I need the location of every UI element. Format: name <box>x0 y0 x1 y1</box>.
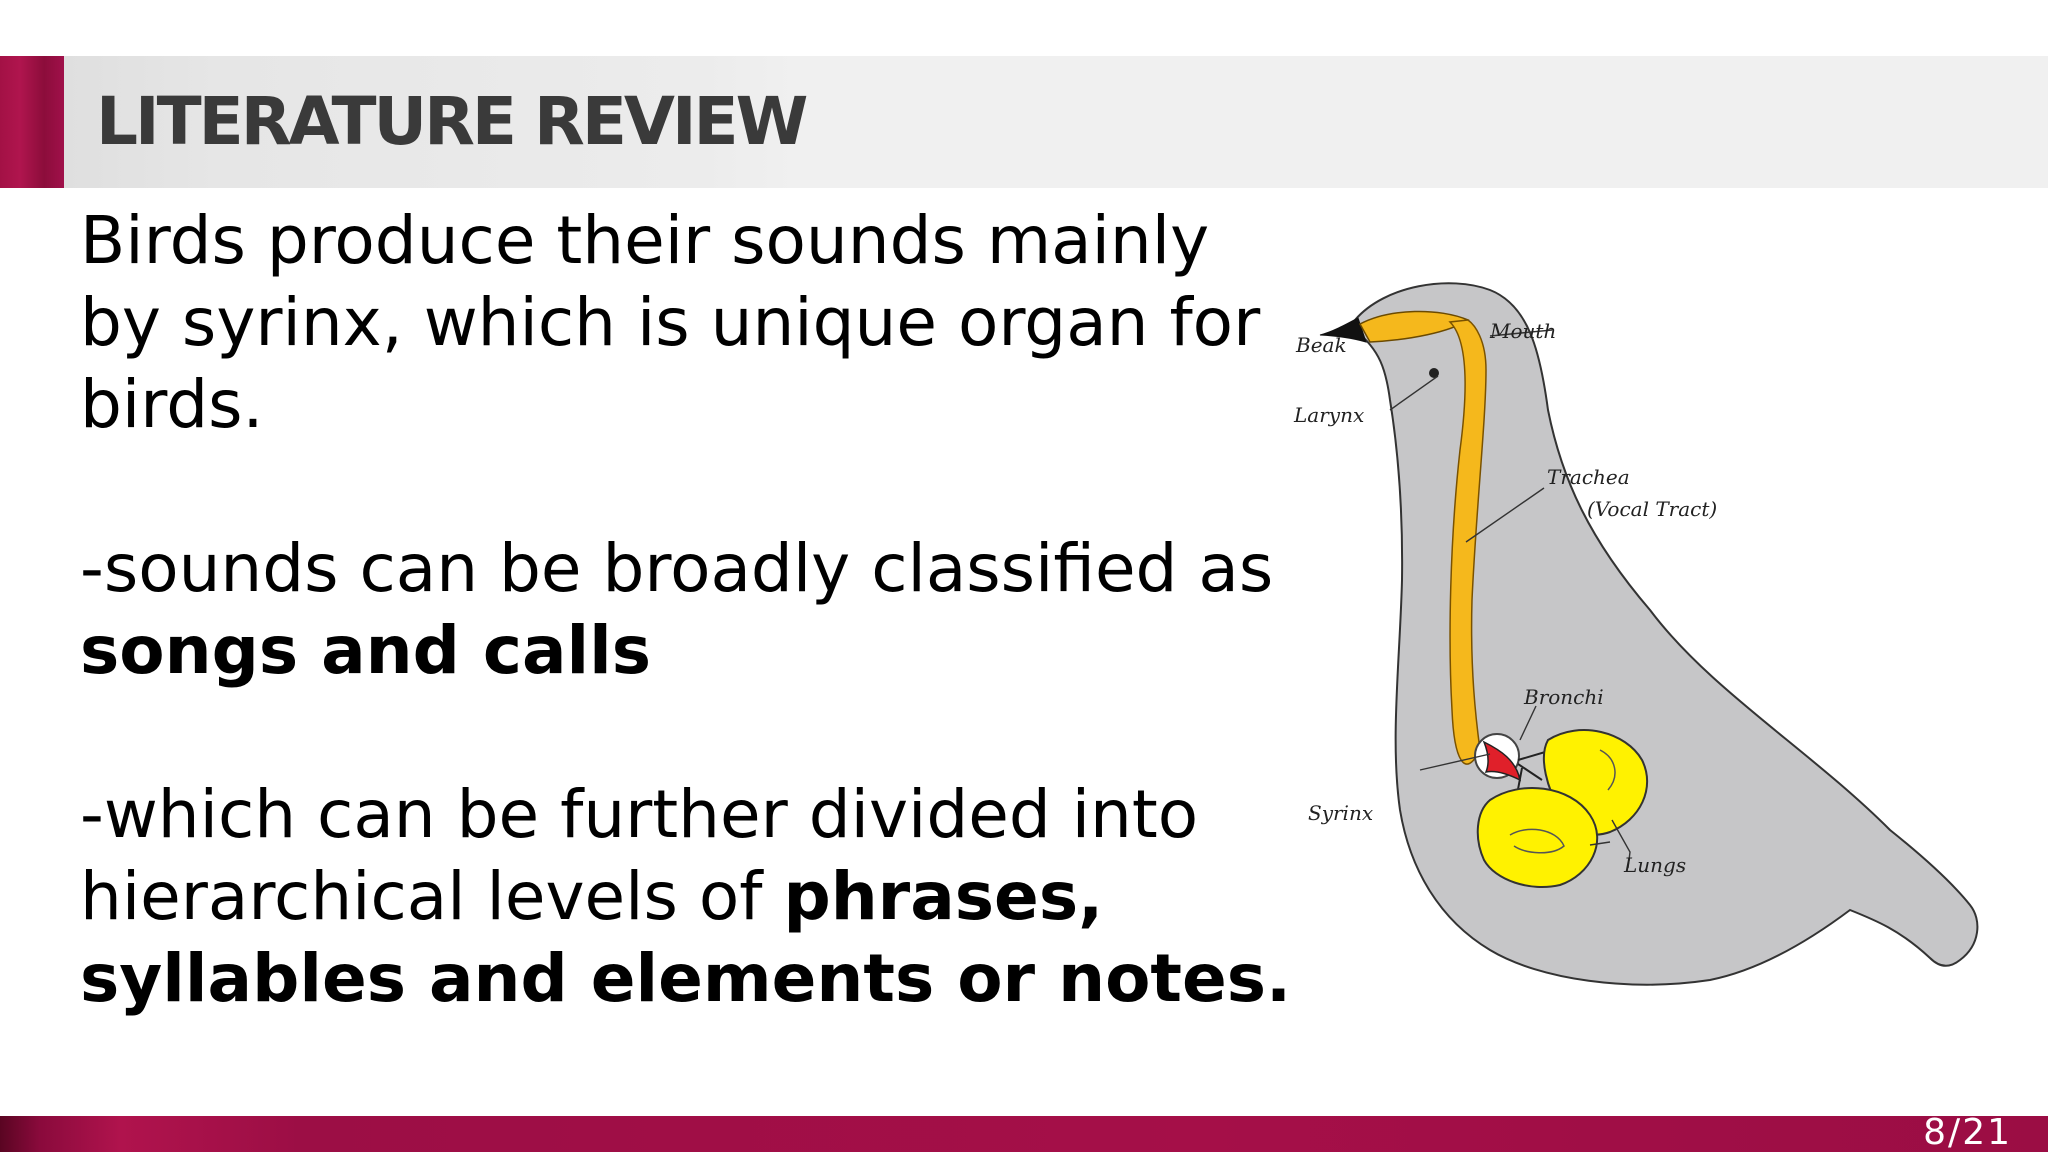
label-trachea: Trachea <box>1547 465 1630 489</box>
paragraph-songs-calls: -sounds can be broadly classified as son… <box>80 528 1300 692</box>
label-beak: Beak <box>1295 333 1347 357</box>
page-number: 8/21 <box>1923 1112 2012 1153</box>
label-vocal-tract: (Vocal Tract) <box>1587 497 1717 521</box>
lung-lower <box>1476 787 1599 889</box>
hierarchy-emphasis: phrases, syllables and elements or notes… <box>80 858 1292 1017</box>
beak-shape <box>1319 317 1367 343</box>
body-text: Birds produce their sounds mainly by syr… <box>80 200 1300 1020</box>
header-bar <box>0 56 2048 188</box>
bird-vocal-anatomy-diagram: Beak Mouth Larynx Trachea (Vocal Tract) … <box>1293 282 1979 986</box>
slide-title: LITERATURE REVIEW <box>96 83 808 160</box>
header-accent-block <box>0 56 64 188</box>
lung-detail <box>1509 749 1616 854</box>
leader-lines <box>1389 329 1631 869</box>
label-mouth: Mouth <box>1489 319 1556 343</box>
label-bronchi: Bronchi <box>1523 685 1604 709</box>
bird-body <box>1354 282 1979 986</box>
paragraph-syrinx: Birds produce their sounds mainly by syr… <box>80 202 1261 443</box>
paragraph-hierarchy-text: -which can be further divided into hiera… <box>80 776 1199 935</box>
paragraph-songs-calls-text: -sounds can be broadly classified as <box>80 530 1274 607</box>
larynx-marker <box>1429 368 1439 378</box>
label-larynx: Larynx <box>1293 403 1364 427</box>
footer-bar <box>0 1116 2048 1152</box>
syrinx-shape <box>1482 740 1522 782</box>
songs-calls-emphasis: songs and calls <box>80 612 652 689</box>
label-lungs: Lungs <box>1623 853 1686 877</box>
paragraph-hierarchy: -which can be further divided into hiera… <box>80 774 1300 1020</box>
label-syrinx: Syrinx <box>1308 801 1373 825</box>
